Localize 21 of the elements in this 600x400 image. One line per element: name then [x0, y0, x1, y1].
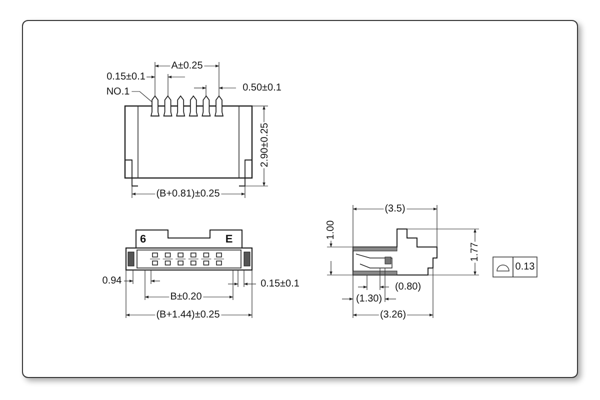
tolerance-value: 0.13	[514, 262, 536, 272]
dimension-text: (3.5)	[384, 204, 406, 214]
pin-number: 6	[138, 234, 148, 246]
dimension-text: 0.94	[101, 276, 123, 286]
dimension-text: 0.15±0.1	[260, 278, 300, 290]
pin-callout: NO.1	[105, 86, 131, 98]
dimension-text: A±0.25	[170, 60, 204, 72]
dimension-text: (1.30)	[354, 294, 384, 304]
dimension-text: (B+0.81)±0.25	[155, 188, 221, 200]
dimension-text: 0.15±0.1	[106, 72, 146, 82]
pin-number: E	[224, 234, 234, 246]
contact-pin	[150, 95, 160, 116]
dimension-text: B±0.20	[169, 292, 203, 302]
dimension-text: 0.50±0.1	[242, 82, 282, 94]
dimension-text: 2.90±0.25	[260, 122, 270, 168]
leader-line	[131, 91, 152, 102]
dimension-text: (B+1.44)±0.25	[155, 310, 221, 320]
dimension-text: (3.26)	[378, 310, 408, 320]
dimension-text: 1.77	[470, 241, 480, 263]
dimension-text: 1.00	[326, 219, 336, 241]
dimension-text: (0.80)	[394, 282, 422, 292]
